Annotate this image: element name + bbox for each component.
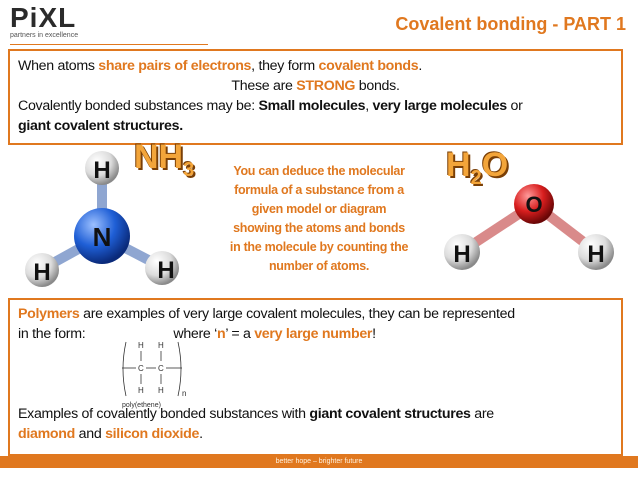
text: .: [199, 426, 203, 442]
note-line: in the molecule by counting the: [229, 240, 409, 254]
page-title: Covalent bonding - PART 1: [395, 14, 626, 34]
atom-label-o: O: [525, 192, 542, 217]
logo-brand: PiXL: [10, 2, 77, 33]
text: Examples of covalently bonded substances…: [18, 406, 310, 422]
intro-line-1: When atoms share pairs of electrons, the…: [18, 56, 613, 76]
highlight-share-pairs: share pairs of electrons: [98, 58, 252, 74]
text: are examples of very large covalent mole…: [79, 306, 515, 322]
nitrogen-atom: [74, 208, 130, 264]
polymers-line-2: in the form: where ‘n’ = a very large num…: [18, 324, 613, 344]
atom-label-h: H: [157, 257, 174, 284]
atom-label-h: H: [33, 259, 50, 286]
formula-text: H: [446, 146, 471, 184]
highlight-polymers: Polymers: [18, 306, 80, 322]
atom-label-h: H: [453, 241, 470, 268]
atom-label-h: H: [587, 241, 604, 268]
intro-line-2: These are STRONG bonds.: [18, 76, 613, 96]
hydrogen-atom: [145, 251, 179, 285]
polyethene-caption: poly(ethene): [122, 402, 161, 409]
atom-label-h: H: [93, 157, 110, 184]
oxygen-atom: [514, 184, 554, 224]
text: , they form: [251, 58, 319, 74]
footer-bar: better hope – brighter future: [0, 456, 638, 468]
hydrogen-atom: [578, 234, 614, 270]
atom-c: C: [138, 364, 144, 373]
text: and: [75, 426, 106, 442]
logo-tagline: partners in excellence: [10, 32, 79, 39]
atom-h: H: [158, 386, 164, 395]
footer-tagline: better hope – brighter future: [275, 458, 363, 465]
intro-line-4: giant covalent structures.: [18, 118, 183, 134]
text: bonds.: [355, 78, 400, 94]
ammonia-formula: NH3: [134, 138, 194, 182]
note-line: formula of a substance from a: [234, 183, 404, 197]
highlight-covalent-bonds: covalent bonds: [318, 58, 419, 74]
atom-h: H: [138, 341, 144, 350]
bold-small-molecules: Small molecules: [258, 98, 366, 114]
header-divider: [10, 44, 208, 45]
formula-text: O: [481, 146, 509, 184]
text: !: [372, 326, 376, 342]
text: ’ = a: [225, 326, 255, 342]
text: in the form:: [18, 326, 86, 342]
water-formula: H2O: [446, 146, 508, 190]
intro-line-3: Covalently bonded substances may be: Sma…: [18, 96, 613, 116]
polymers-box: Polymers are examples of very large cova…: [8, 298, 623, 456]
polyethene-structure: H H C C H H n: [122, 341, 186, 398]
note-line: You can deduce the molecular: [233, 164, 405, 178]
note-line: showing the atoms and bonds: [233, 221, 405, 235]
text: where ‘: [173, 326, 218, 342]
formula-subscript: 3: [183, 158, 195, 181]
bold-very-large-molecules: very large molecules: [372, 98, 507, 114]
repeat-n: n: [182, 389, 186, 398]
note-line: given model or diagram: [251, 202, 387, 216]
highlight-n: n: [217, 326, 226, 342]
hydrogen-atom: [444, 234, 480, 270]
atom-h: H: [158, 341, 164, 350]
text: are: [470, 406, 494, 422]
formula-subscript: 2: [470, 166, 482, 189]
text: These are: [231, 78, 297, 94]
deduce-formula-note: You can deduce the molecular formula of …: [210, 162, 428, 276]
polymers-line-1: Polymers are examples of very large cova…: [18, 304, 613, 324]
highlight-strong: STRONG: [296, 78, 356, 94]
hydrogen-atom: [25, 253, 59, 287]
formula-text: NH: [134, 138, 184, 176]
spacer: [18, 344, 613, 404]
highlight-diamond: diamond: [18, 426, 76, 442]
hydrogen-atom: [85, 151, 119, 185]
text: When atoms: [18, 58, 99, 74]
highlight-very-large-number: very large number: [254, 326, 373, 342]
bold-giant-covalent: giant covalent structures: [309, 406, 471, 422]
highlight-silicon-dioxide: silicon dioxide: [105, 426, 200, 442]
text: ,: [365, 98, 373, 114]
intro-box: When atoms share pairs of electrons, the…: [8, 49, 623, 145]
pixl-logo: PiXL partners in excellence: [10, 4, 105, 44]
text: or: [506, 98, 523, 114]
water-model: O H H: [444, 184, 614, 270]
text: .: [418, 58, 423, 74]
atom-label-n: N: [93, 222, 112, 252]
atom-c: C: [158, 364, 164, 373]
note-line: number of atoms.: [268, 259, 370, 273]
text: Covalently bonded substances may be:: [18, 98, 259, 114]
polymers-line-4: diamond and silicon dioxide.: [18, 424, 613, 444]
polymers-line-3: Examples of covalently bonded substances…: [18, 404, 613, 424]
ammonia-model: H N H H: [25, 151, 179, 287]
atom-h: H: [138, 386, 144, 395]
